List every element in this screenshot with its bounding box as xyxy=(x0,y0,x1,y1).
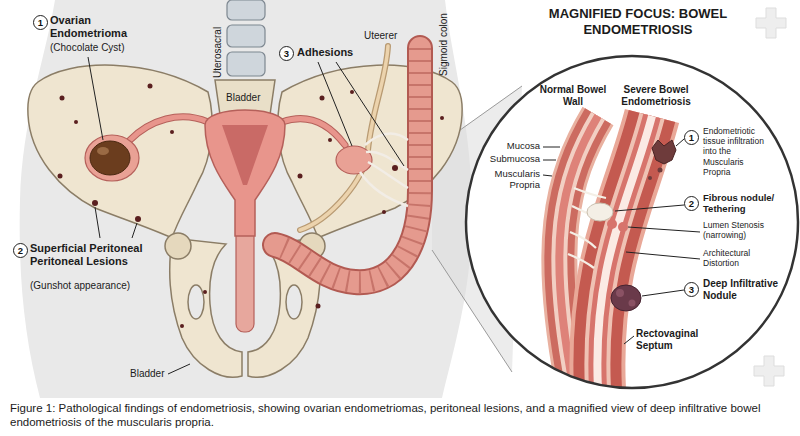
structure-label: Sigmoid colon xyxy=(438,13,450,76)
inset-leader-lines xyxy=(543,139,700,344)
leader-lines xyxy=(88,57,404,374)
layer-label: Muscularis Propria xyxy=(480,168,540,191)
callout-number: 1 xyxy=(684,130,699,145)
callout-number: 2 xyxy=(684,196,699,211)
peritoneal-lesions xyxy=(58,84,445,329)
structure-label: Uteerer xyxy=(364,30,397,42)
callout-number: 3 xyxy=(684,282,699,297)
sigmoid-colon xyxy=(275,48,420,282)
structure-label: Superficial Peritoneal Peritoneal Lesion… xyxy=(30,242,158,268)
adhesions xyxy=(360,134,408,206)
structure-label: Adhesions xyxy=(297,46,377,59)
layer-label: Submucosa xyxy=(470,153,540,164)
finding-label: Lumen Stenosis (narrowing) xyxy=(703,220,773,240)
finding-label: Fibrous nodule/ Tethering xyxy=(703,192,783,215)
structure-note: (Gunshot appearance) xyxy=(30,280,150,292)
body-silhouette xyxy=(20,0,472,398)
panel-heading: Normal Bowel Wall xyxy=(538,84,608,108)
pelvis xyxy=(28,65,462,377)
callout-number: 1 xyxy=(33,15,48,30)
finding-label: Deep Infiltrative Nodule xyxy=(703,278,781,302)
layer-label: Mucosa xyxy=(470,140,540,151)
spine xyxy=(227,0,265,76)
finding-label: Endometriotic tissue infiltration into t… xyxy=(703,126,769,177)
structure-label: Bladder xyxy=(226,92,260,104)
figure-caption: Figure 1: Pathological findings of endom… xyxy=(10,401,790,429)
finding-label: Architectural Distortion xyxy=(703,248,773,268)
structure-label: Rectovaginal Septum xyxy=(636,328,716,352)
uterus xyxy=(85,110,372,332)
structure-label: Uterosacral xyxy=(212,27,224,78)
panel-heading: Severe Bowel Endometriosis xyxy=(612,84,700,108)
structure-label: Ovarian Endometrioma xyxy=(50,14,142,40)
structure-label: Bladder xyxy=(130,368,164,380)
callout-number: 3 xyxy=(279,46,294,61)
callout-number: 2 xyxy=(13,243,28,258)
structure-note: (Chocolate Cyst) xyxy=(50,42,150,54)
inset-heading: MAGNIFIED FOCUS: BOWEL ENDOMETRIOSIS xyxy=(548,6,728,37)
